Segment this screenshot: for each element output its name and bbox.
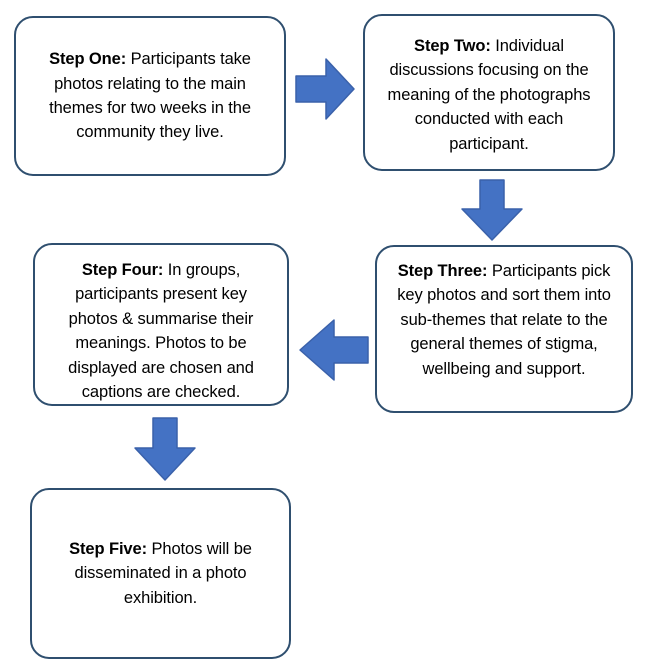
step-four-label: Step Four: [81,261,164,279]
flowchart-node-step-two[interactable]: Step Two: Individual discussions focusin… [363,14,615,171]
step-one-text: Step One: Participants take photos relat… [30,47,270,145]
step-three-text: Step Three: Participants pick key photos… [391,259,617,381]
step-three-body: Participants pick key photos and sort th… [397,262,611,378]
flowchart-node-step-three[interactable]: Step Three: Participants pick key photos… [375,245,633,413]
arrow-down-icon [134,417,196,481]
flowchart-node-step-four[interactable]: Step Four: In groups, participants prese… [33,243,289,406]
step-five-body: Photos will be disseminated in a photo e… [74,540,252,607]
step-three-label: Step Three: [397,262,488,280]
arrow-down-icon [461,179,523,241]
step-four-text: Step Four: In groups, participants prese… [49,258,273,404]
step-one-body: Participants take photos relating to the… [49,50,251,142]
arrow-right-icon [295,58,355,120]
step-one-label: Step One: [49,50,127,69]
arrow-left-icon [299,319,369,381]
step-four-body: In groups, participants present key phot… [68,261,254,402]
step-five-text: Step Five: Photos will be disseminated i… [46,537,275,610]
step-two-label: Step Two: [414,37,491,55]
flowchart-node-step-five[interactable]: Step Five: Photos will be disseminated i… [30,488,291,659]
flowchart-node-step-one[interactable]: Step One: Participants take photos relat… [14,16,286,176]
step-two-text: Step Two: Individual discussions focusin… [379,34,599,156]
step-five-label: Step Five: [69,540,147,558]
step-two-body: Individual discussions focusing on the m… [387,37,591,153]
